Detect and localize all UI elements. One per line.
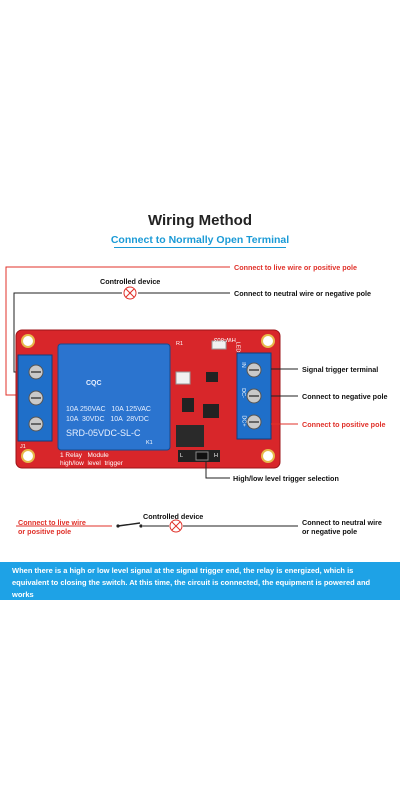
positive-pole-label: Connect to positive pole (302, 420, 386, 429)
module-caption-1: 1 Relay Module (60, 452, 109, 459)
subtitle-underline (114, 247, 286, 248)
live-wire-line (5, 266, 230, 396)
controlled-device-icon (123, 286, 137, 300)
relay-part-number: SRD-05VDC-SL-C (66, 428, 141, 438)
jumper-label-h: H (214, 453, 218, 459)
negative-pole-label: Connect to negative pole (302, 392, 388, 401)
signal-trigger-label: Signal trigger terminal (302, 365, 379, 374)
controlled-device-label: Controlled device (100, 277, 161, 286)
info-banner (0, 562, 400, 600)
relay-board (15, 329, 281, 469)
ref-k1: K1 (146, 440, 153, 446)
ref-led: LED (234, 341, 241, 353)
page-title: Wiring Method (147, 212, 252, 229)
ref-j1: J1 (20, 444, 26, 450)
switch-controlled-device-icon (169, 519, 183, 533)
module-caption-2: high/low level trigger (60, 460, 123, 467)
pin-label-dc-plus: DC+ (240, 415, 247, 427)
ref-r1: R1 (176, 341, 184, 347)
switch-live-wire-label: Connect to live wire or positive pole (18, 518, 86, 536)
relay-rating-2: 10A 30VDC 10A 28VDC (66, 416, 149, 423)
switch-controlled-device-label: Controlled device (143, 512, 204, 521)
switch-neutral-wire-label: Connect to neutral wire or negative pole (302, 518, 382, 536)
page-subtitle: Connect to Normally Open Terminal (110, 234, 290, 246)
trigger-selection-label: High/low level trigger selection (233, 474, 339, 483)
neutral-wire-label: Connect to neutral wire or negative pole (234, 289, 371, 298)
pin-label-dc-minus: DC- (239, 388, 246, 398)
board-model: HW-803 (214, 336, 236, 342)
info-banner-text: When there is a high or low level signal… (12, 566, 371, 599)
pin-label-in: IN (239, 362, 246, 368)
cert-mark: CQC (86, 380, 102, 387)
trigger-selection-line (205, 462, 230, 479)
switch-icon (116, 522, 143, 528)
jumper-label-l: L (180, 453, 184, 459)
relay-rating-1: 10A 250VAC 10A 125VAC (66, 406, 151, 413)
live-wire-label: Connect to live wire or positive pole (234, 263, 358, 272)
